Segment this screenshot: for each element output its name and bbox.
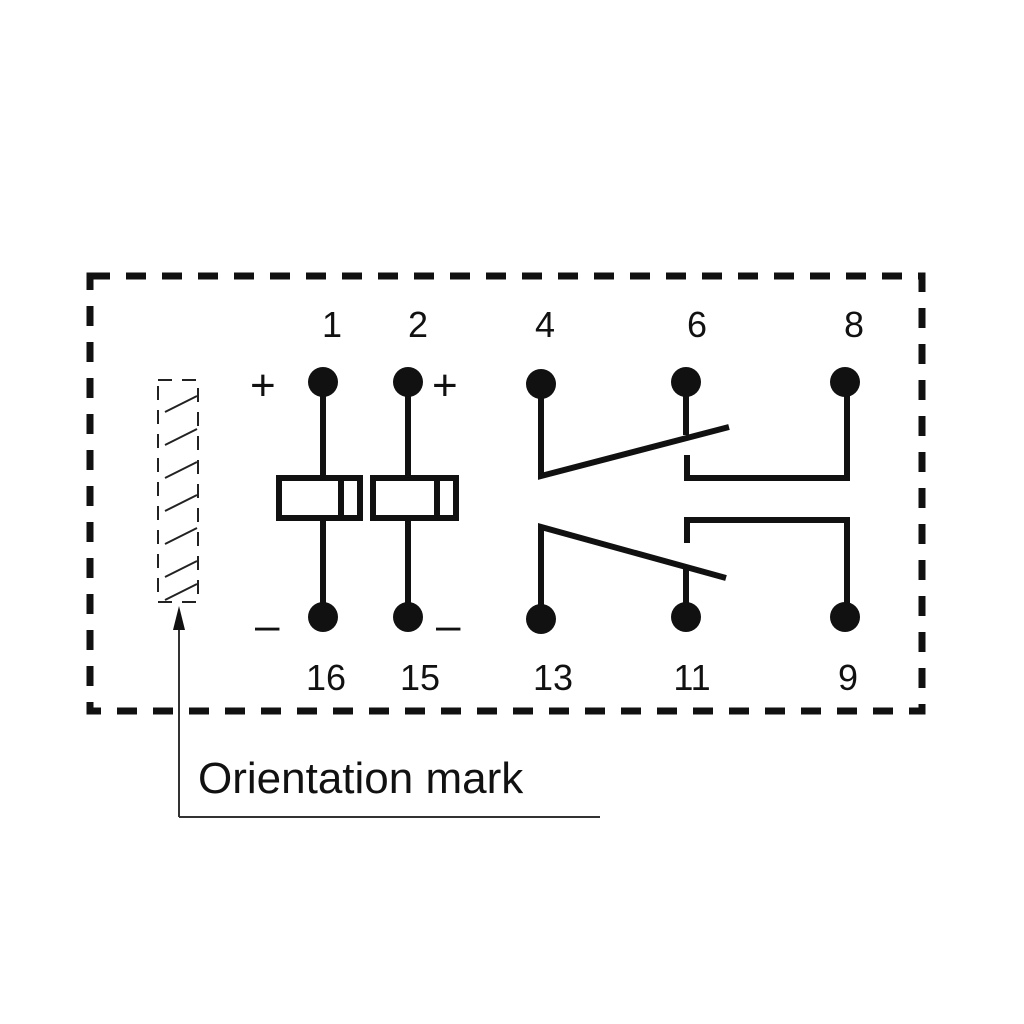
contact-set-upper bbox=[538, 382, 850, 481]
orientation-mark bbox=[157, 379, 199, 603]
pin-label-1: 1 bbox=[322, 304, 342, 345]
pin-11 bbox=[671, 602, 701, 632]
pin-2 bbox=[393, 367, 423, 397]
polarity-pin15: – bbox=[436, 601, 461, 650]
pin-16 bbox=[308, 602, 338, 632]
callout-leader bbox=[173, 606, 600, 818]
polarity-pin16: – bbox=[255, 601, 280, 650]
coil-1 bbox=[276, 382, 363, 616]
pin-9 bbox=[830, 602, 860, 632]
pin-6 bbox=[671, 367, 701, 397]
pin-4 bbox=[526, 369, 556, 399]
callout-label: Orientation mark bbox=[198, 754, 524, 803]
package-outline bbox=[86, 272, 926, 715]
polarity-pin2: + bbox=[432, 361, 458, 410]
pin-label-15: 15 bbox=[400, 657, 440, 698]
pin-13 bbox=[526, 604, 556, 634]
pin-label-9: 9 bbox=[838, 657, 858, 698]
pins bbox=[308, 367, 860, 634]
pin-label-8: 8 bbox=[844, 304, 864, 345]
pin-label-11: 11 bbox=[673, 657, 710, 698]
pin-1 bbox=[308, 367, 338, 397]
pin-label-4: 4 bbox=[535, 304, 555, 345]
contact-set-lower bbox=[538, 517, 850, 618]
pin-label-2: 2 bbox=[408, 304, 428, 345]
coil-2 bbox=[370, 382, 459, 616]
pin-label-16: 16 bbox=[306, 657, 346, 698]
polarity-pin1: + bbox=[250, 361, 276, 410]
pin-label-13: 13 bbox=[533, 657, 573, 698]
pin-15 bbox=[393, 602, 423, 632]
arrow-head-icon bbox=[173, 606, 185, 630]
pin-8 bbox=[830, 367, 860, 397]
pin-label-6: 6 bbox=[687, 304, 707, 345]
